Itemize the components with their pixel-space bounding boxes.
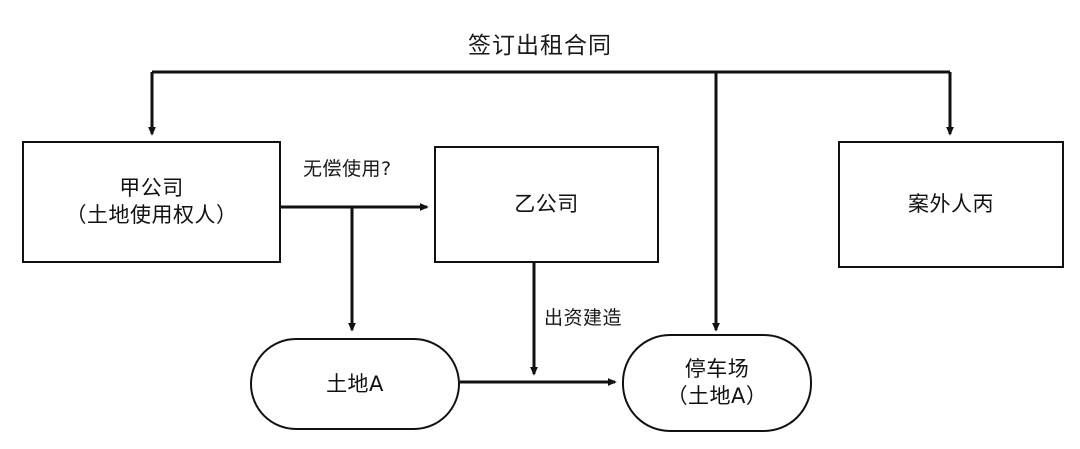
node-jia-company-line-2: （土地使用权人） (65, 203, 238, 227)
node-yi-company[interactable]: 乙公司 (434, 146, 659, 263)
edge-label-free-use: 无偿使用? (303, 158, 392, 180)
node-parking-lot[interactable]: 停车场 （土地A） (622, 334, 812, 432)
node-third-party-bing[interactable]: 案外人丙 (838, 141, 1064, 268)
node-jia-company[interactable]: 甲公司 （土地使用权人） (22, 141, 281, 263)
node-parking-lot-line-2: （土地A） (666, 384, 768, 408)
node-jia-company-line-1: 甲公司 (119, 176, 184, 201)
node-third-party-bing-line-1: 案外人丙 (908, 192, 994, 217)
node-land-a-line-1: 土地A (326, 371, 384, 396)
edge-label-funded-build: 出资建造 (544, 307, 623, 329)
diagram-title: 签订出租合同 (468, 33, 612, 59)
node-land-a[interactable]: 土地A (250, 338, 460, 430)
node-parking-lot-line-1: 停车场 (684, 357, 750, 382)
node-yi-company-line-1: 乙公司 (514, 192, 579, 217)
